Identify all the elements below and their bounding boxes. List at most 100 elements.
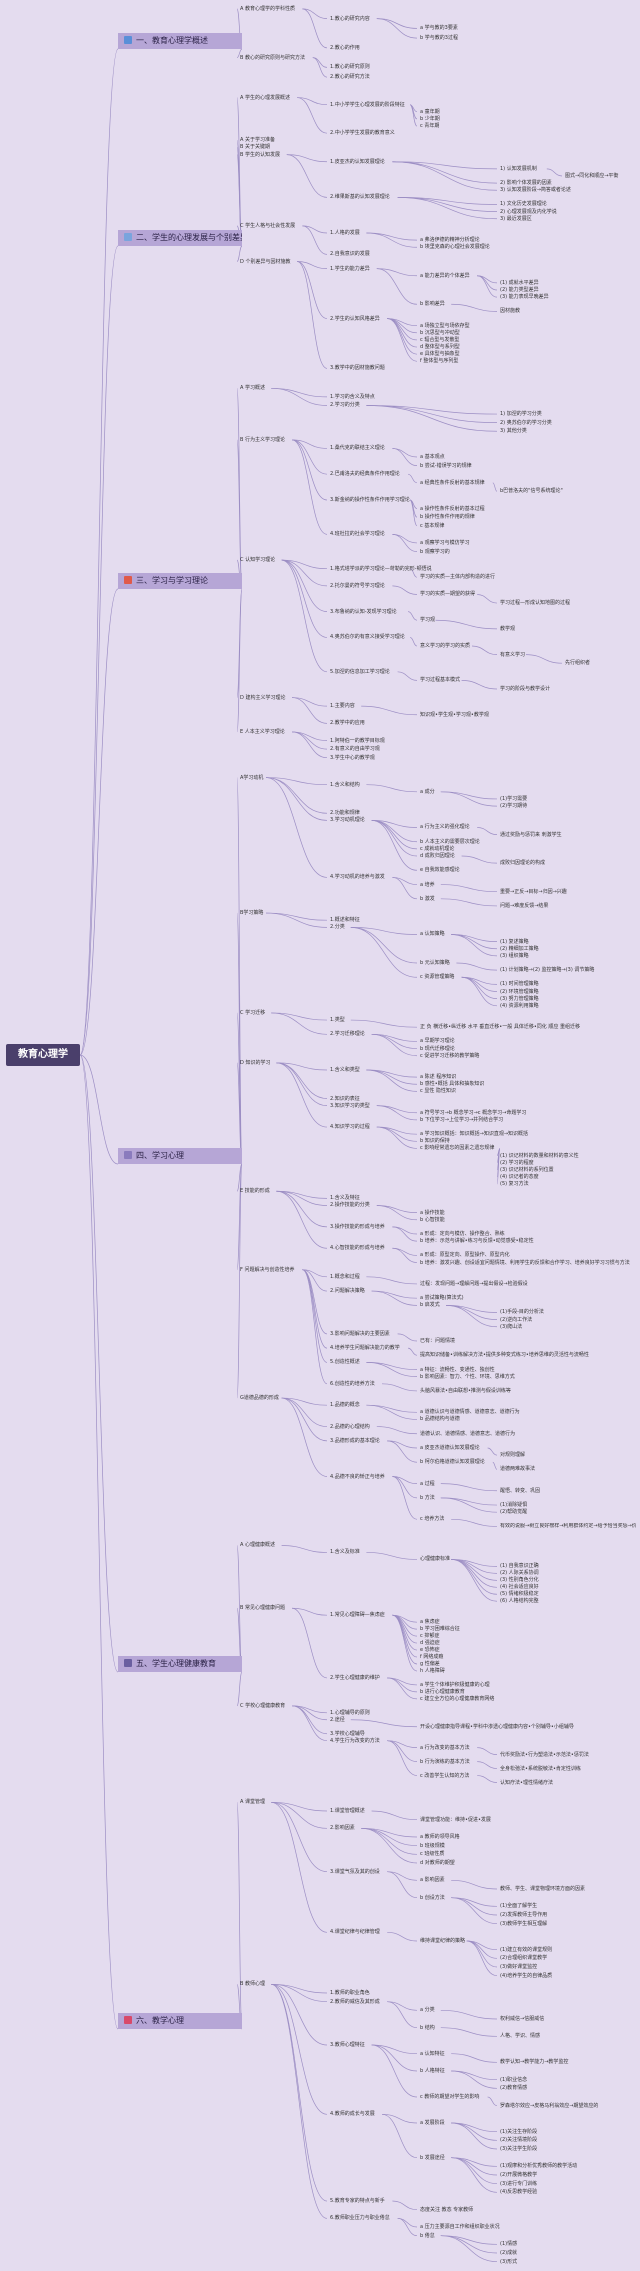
branch-label[interactable]: A学习动机 bbox=[240, 774, 264, 781]
branch-label[interactable]: 1.教心的研究原则 bbox=[330, 64, 370, 71]
branch-label[interactable]: (2) 精细加工策略 bbox=[500, 945, 539, 952]
branch-label[interactable]: 1.人格的发展 bbox=[330, 230, 360, 236]
branch-label[interactable]: h 人格障碍 bbox=[420, 1667, 445, 1674]
branch-label[interactable]: a 发展阶段 bbox=[420, 2120, 445, 2126]
branch-label[interactable]: 4.学生行为改变的方法 bbox=[330, 1737, 380, 1744]
branch-label[interactable]: a 符号学习→b 概念学习→c 概念学习→命题学习 bbox=[420, 1109, 527, 1116]
branch-label[interactable]: 2) 心理发展观及内化学说 bbox=[500, 208, 557, 215]
branch-label[interactable]: 1) 认知发展机制 bbox=[500, 165, 537, 172]
branch-label[interactable]: 2.学生的认知风格差异 bbox=[330, 315, 380, 322]
branch-label[interactable]: (3) 努力管理策略 bbox=[500, 995, 539, 1002]
branch-label[interactable]: b 学习困难综合征 bbox=[420, 1626, 460, 1633]
branch-label[interactable]: 2.中小学学生发展的教育意义 bbox=[330, 130, 395, 137]
branch-label[interactable]: a 形成：原型定向、原型操作、原型内化 bbox=[420, 1252, 510, 1259]
branch-label[interactable]: B 教心的研究原则与研究方法 bbox=[240, 54, 306, 61]
branch-label[interactable]: 2.问题解决策略 bbox=[330, 1288, 365, 1295]
branch-label[interactable]: b 尝试-错误学习的规律 bbox=[420, 462, 472, 469]
branch-label[interactable]: 学习的实质—主体内部构造的进行 bbox=[420, 574, 496, 581]
branch-label[interactable]: a 观察学习与模仿学习 bbox=[420, 539, 470, 546]
branch-label[interactable]: B 关于关键期 bbox=[240, 144, 271, 151]
branch-label[interactable]: 2.有意义的自由学习观 bbox=[330, 746, 380, 753]
branch-label[interactable]: (5) 情绪积极稳定 bbox=[500, 1591, 539, 1598]
branch-label[interactable]: 课堂管理功能：维持•促进•发展 bbox=[420, 1816, 491, 1823]
branch-label[interactable]: E 技能的形成 bbox=[240, 1188, 270, 1195]
branch-label[interactable]: 3.斯金纳的操作性条件作用学习理论 bbox=[330, 496, 410, 503]
branch-label[interactable]: 2.教学中的应用 bbox=[330, 720, 365, 727]
branch-label[interactable]: 2.教心的研究方法 bbox=[330, 74, 370, 81]
branch-label[interactable]: 4.课堂纪律与纪律管理 bbox=[330, 1929, 380, 1936]
branch-label[interactable]: B 行为主义学习理论 bbox=[240, 436, 286, 443]
branch-label[interactable]: (1)学习需要 bbox=[500, 795, 528, 802]
branch-label[interactable]: 1.含义及特征 bbox=[330, 1195, 360, 1202]
branch-label[interactable]: 3) 其他分类 bbox=[500, 428, 527, 435]
branch-label[interactable]: (2) 能力类型差异 bbox=[500, 287, 539, 294]
branch-label[interactable]: c 抑郁症 bbox=[420, 1633, 440, 1640]
branch-label[interactable]: 2.品德的心理结构 bbox=[330, 1423, 370, 1430]
section-node-overview[interactable]: 一、教育心理学概述 bbox=[118, 33, 242, 49]
branch-label[interactable]: 1.概念和过程 bbox=[330, 1273, 360, 1280]
branch-label[interactable]: b 行为演练的基本方法 bbox=[420, 1758, 470, 1765]
branch-label[interactable]: 2.知识的表征 bbox=[330, 1095, 360, 1102]
branch-label[interactable]: 1.教心的研究内容 bbox=[330, 15, 370, 22]
branch-label[interactable]: a 影响因素 bbox=[420, 1877, 445, 1884]
branch-label[interactable]: A 学习概述 bbox=[240, 385, 266, 392]
branch-label[interactable]: 3) 最近发展区 bbox=[500, 215, 532, 222]
branch-label[interactable]: b 元认知策略 bbox=[420, 960, 450, 966]
branch-label[interactable]: (3) 性别角色分化 bbox=[500, 1577, 539, 1584]
branch-label[interactable]: b 影响差异 bbox=[420, 301, 445, 308]
branch-label[interactable]: g 性偏差 bbox=[420, 1661, 440, 1667]
branch-label[interactable]: c 基本规律 bbox=[420, 522, 445, 529]
branch-label[interactable]: a 操作性条件反射的基本过程 bbox=[420, 505, 485, 512]
branch-label[interactable]: b 班级规模 bbox=[420, 1842, 445, 1849]
branch-label[interactable]: (1) 自我意识正确 bbox=[500, 1563, 539, 1570]
branch-label[interactable]: 头脑风暴法•自由联想•推测与假设训练等 bbox=[420, 1387, 511, 1394]
branch-label[interactable]: 3.课堂气氛及其的创设 bbox=[330, 1868, 380, 1875]
branch-label[interactable]: (3)进行专门训练 bbox=[500, 2180, 538, 2187]
branch-label[interactable]: 学习观 bbox=[420, 617, 436, 624]
branch-label[interactable]: 3.品德形成的基本理论 bbox=[330, 1437, 380, 1444]
branch-label[interactable]: 对规则理解 bbox=[500, 1452, 526, 1459]
branch-label[interactable]: 4.奥苏伯尔的有意义接受学习理论 bbox=[330, 634, 405, 641]
branch-label[interactable]: 2.学习的分类 bbox=[330, 402, 360, 409]
branch-label[interactable]: 1.阿特伯一的教学目标观 bbox=[330, 737, 385, 744]
branch-label[interactable]: 成败归因理论的构成 bbox=[500, 860, 546, 867]
branch-label[interactable]: c 辐合型与发散型 bbox=[420, 336, 460, 343]
branch-label[interactable]: a 道德认识与道德情感、道德意志、道德行为 bbox=[420, 1409, 520, 1416]
branch-label[interactable]: b 培养：示范与讲解•练习与反馈•动觉感受•稳定性 bbox=[420, 1238, 534, 1245]
root-node[interactable]: 教育心理学 bbox=[6, 1044, 80, 1066]
branch-label[interactable]: 3.布鲁纳的认知-发现学习理论 bbox=[330, 608, 397, 615]
branch-label[interactable]: 2.自我意识的发展 bbox=[330, 251, 370, 258]
branch-label[interactable]: 全身松弛法•系统脱敏法•肯定性训练 bbox=[500, 1765, 581, 1772]
branch-label[interactable]: 1.课堂管理概述 bbox=[330, 1808, 365, 1814]
branch-label[interactable]: b 知识的保持 bbox=[420, 1138, 450, 1145]
branch-label[interactable]: (3)关注学生阶段 bbox=[500, 2146, 538, 2152]
branch-label[interactable]: 3.学习动机理论 bbox=[330, 817, 365, 824]
branch-label[interactable]: 学习过程基本模式 bbox=[420, 677, 461, 684]
branch-label[interactable]: a 学习知识概括：知识概括→知识直观→知识概括 bbox=[420, 1131, 529, 1138]
branch-label[interactable]: 认知疗法•理性情绪疗法 bbox=[500, 1779, 553, 1786]
branch-label[interactable]: 2.分类 bbox=[330, 924, 345, 931]
branch-label[interactable]: (1)手段-目的分析法 bbox=[500, 1309, 544, 1316]
branch-label[interactable]: b 柯尔伯格道德认知发展理论 bbox=[420, 1459, 485, 1466]
branch-label[interactable]: c 培养方法 bbox=[420, 1516, 445, 1523]
branch-label[interactable]: b 影响因素：智力、个性、环境、思维方式 bbox=[420, 1373, 515, 1380]
branch-label[interactable]: b 学与教的3过程 bbox=[420, 35, 458, 42]
branch-label[interactable]: c 改善学生认知的方法 bbox=[420, 1772, 470, 1779]
branch-label[interactable]: 问题→难度反馈→结果 bbox=[500, 902, 549, 909]
branch-label[interactable]: C 学校心理健康教育 bbox=[240, 1702, 286, 1709]
branch-label[interactable]: G道德品德的形成 bbox=[240, 1395, 279, 1402]
branch-label[interactable]: 先行组织者 bbox=[565, 660, 591, 667]
branch-label[interactable]: (3) 组织策略 bbox=[500, 952, 529, 959]
section-node-mental-health[interactable]: 五、学生心理健康教育 bbox=[118, 1656, 242, 1672]
branch-label[interactable]: (1)建立有效的课堂规则 bbox=[500, 1946, 553, 1953]
branch-label[interactable]: 3.影响问题解决的主要因素 bbox=[330, 1330, 390, 1337]
branch-label[interactable]: 1.含义和类型 bbox=[330, 1066, 360, 1073]
branch-label[interactable]: 3.学校心理辅导 bbox=[330, 1730, 365, 1737]
branch-label[interactable]: b 发展途径 bbox=[420, 2154, 445, 2161]
branch-label[interactable]: b 品德结构与道德 bbox=[420, 1416, 460, 1423]
branch-label[interactable]: a 教师的领导风格 bbox=[420, 1834, 460, 1840]
branch-label[interactable]: b 倦怠 bbox=[420, 2232, 435, 2239]
branch-label[interactable]: a 皮亚杰道德认知发展理论 bbox=[420, 1444, 480, 1451]
branch-label[interactable]: C 学生人格与社会性发展 bbox=[240, 222, 296, 229]
branch-label[interactable]: D 个别差异与因材施教 bbox=[240, 258, 291, 265]
